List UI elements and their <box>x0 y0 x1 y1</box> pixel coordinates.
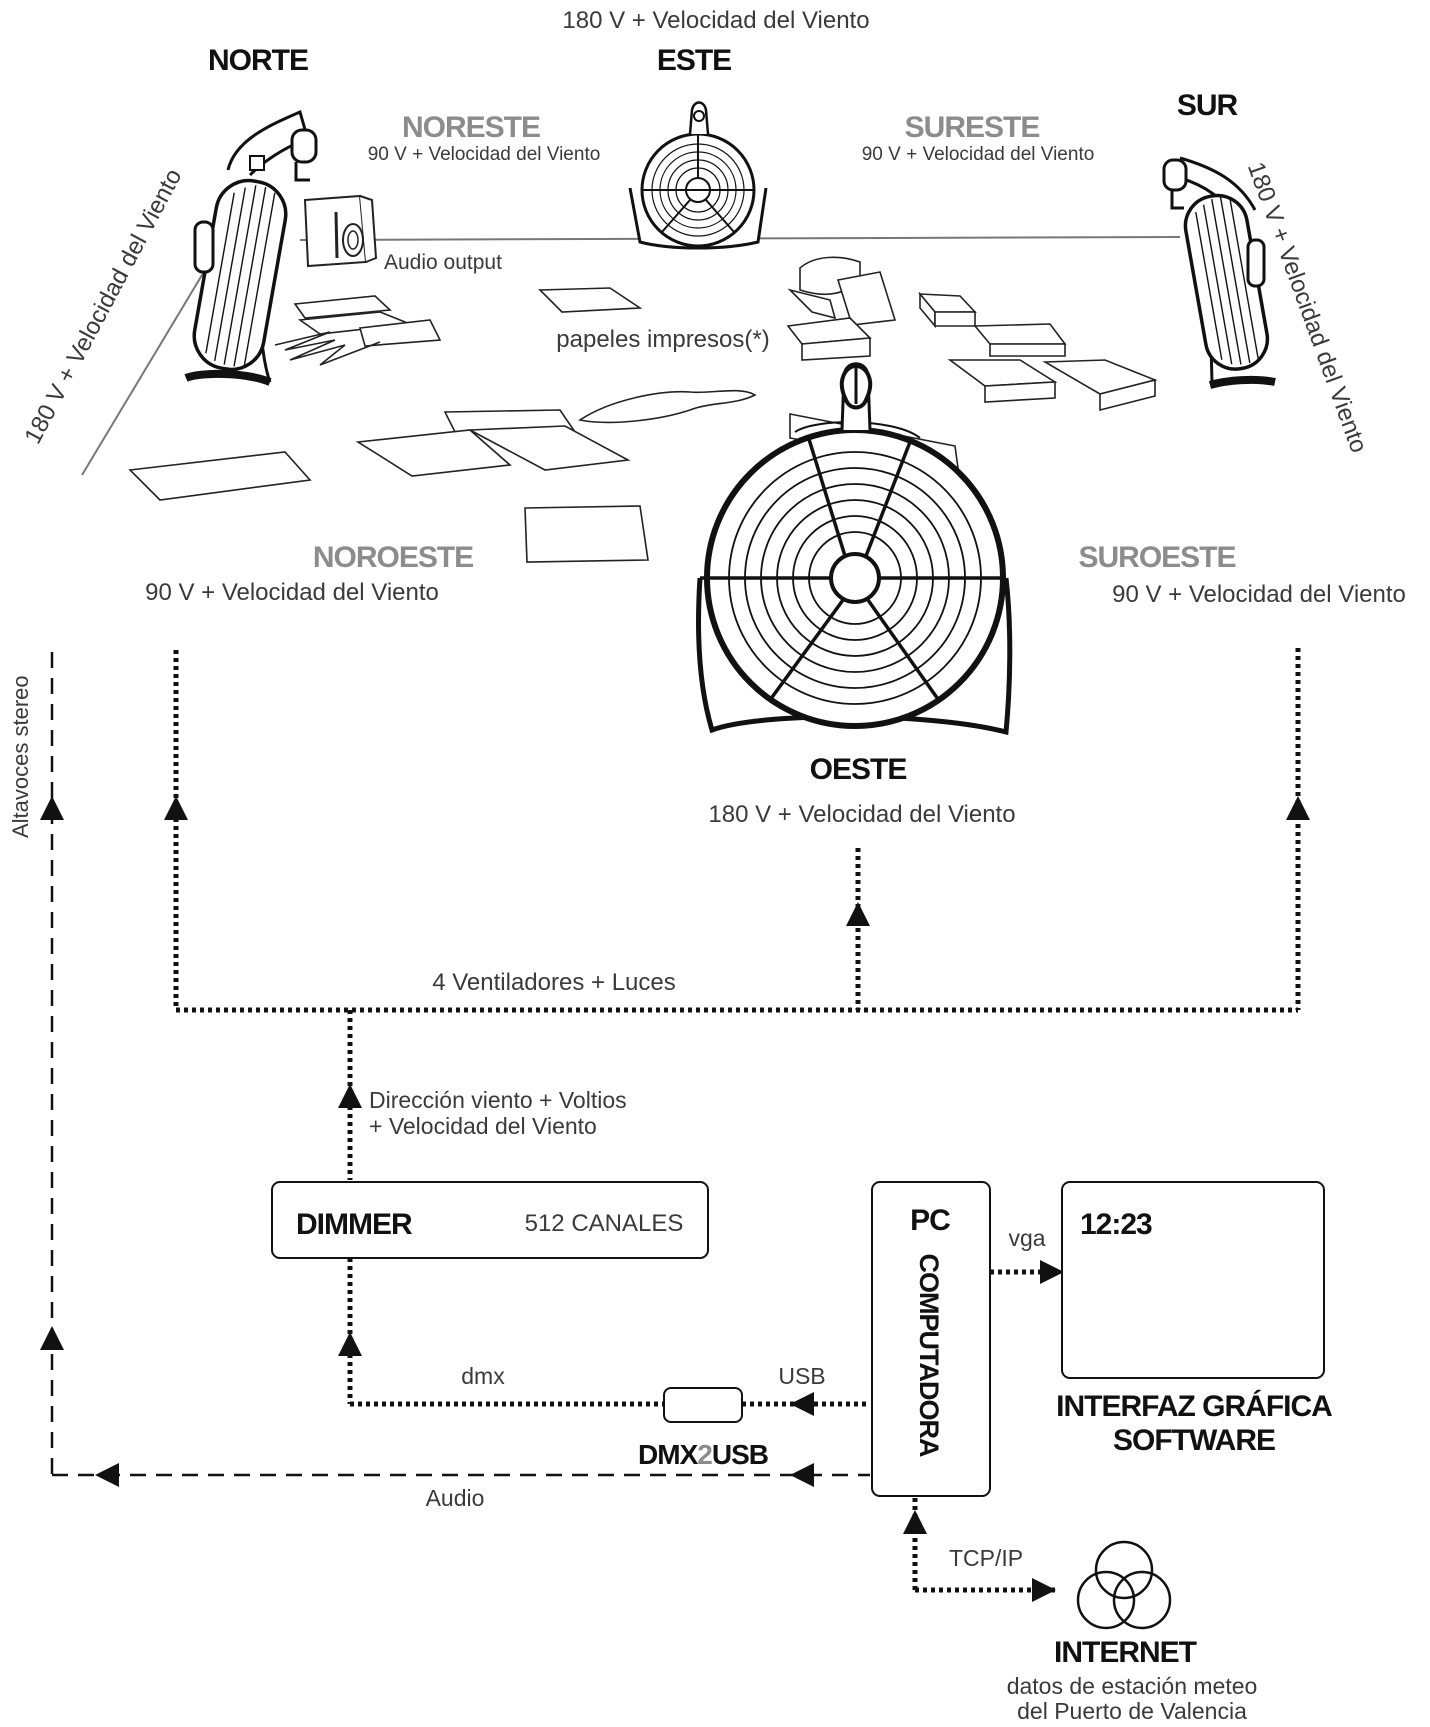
speakers-label: Altavoces stereo <box>8 675 33 838</box>
internet-desc-line1: datos de estación meteo <box>1007 1673 1258 1699</box>
screen-title-line2: SOFTWARE <box>1113 1424 1275 1457</box>
top-power-label: 180 V + Velocidad del Viento <box>562 7 869 34</box>
fan-sur-icon <box>1162 156 1276 389</box>
dmx-label: dmx <box>461 1363 505 1389</box>
dmx2usb-box <box>663 1387 743 1423</box>
room-left-line <box>81 269 206 476</box>
fan-oeste-power: 180 V + Velocidad del Viento <box>708 801 1015 828</box>
light-noroeste-power: 90 V + Velocidad del Viento <box>145 579 439 606</box>
vga-line <box>990 1260 1064 1284</box>
tcpip-line <box>903 1498 1056 1602</box>
pc-box <box>871 1181 991 1497</box>
vga-label: vga <box>1008 1225 1045 1251</box>
fan-norte-icon <box>184 109 318 386</box>
light-sureste-power: 90 V + Velocidad del Viento <box>862 144 1095 165</box>
dimmer-output-label-2: + Velocidad del Viento <box>369 1113 597 1139</box>
pc-subtitle: COMPUTADORA <box>914 1254 944 1457</box>
light-noroeste-name: NOROESTE <box>313 541 473 574</box>
dimmer-name: DIMMER <box>296 1208 413 1241</box>
pc-title: PC <box>910 1204 950 1237</box>
internet-name: INTERNET <box>1054 1636 1197 1669</box>
internet-icon <box>1076 1540 1172 1630</box>
light-noreste-name: NORESTE <box>402 111 540 144</box>
tcpip-label: TCP/IP <box>949 1545 1023 1571</box>
dimmer-box <box>271 1181 709 1259</box>
dimmer-channels: 512 CANALES <box>525 1210 684 1237</box>
screen-box <box>1061 1181 1325 1379</box>
light-suroeste-power: 90 V + Velocidad del Viento <box>1112 581 1406 608</box>
screen-title-line1: INTERFAZ GRÁFICA <box>1056 1389 1332 1423</box>
internet-desc-line2: del Puerto de Valencia <box>1017 1698 1247 1724</box>
dmx2usb-name: DMX2USB <box>638 1439 768 1470</box>
audio-output-label: Audio output <box>384 251 502 274</box>
fan-norte-power: 180 V + Velocidad del Viento <box>19 165 187 449</box>
light-noreste-power: 90 V + Velocidad del Viento <box>368 144 601 165</box>
printed-papers-illustration <box>128 256 1158 563</box>
dimmer-output-label-1: Dirección viento + Voltios <box>369 1087 627 1113</box>
usb-label: USB <box>778 1363 825 1389</box>
fan-oeste-icon <box>696 362 1013 736</box>
fan-sur-name: SUR <box>1177 89 1239 122</box>
light-suroeste-name: SUROESTE <box>1078 541 1235 574</box>
fan-este-icon <box>628 101 768 250</box>
dmx-line <box>338 1258 870 1416</box>
screen-time: 12:23 <box>1080 1208 1152 1241</box>
fan-norte-name: NORTE <box>208 44 308 77</box>
bus-label: 4 Ventiladores + Luces <box>432 969 676 996</box>
fan-oeste-name: OESTE <box>810 753 907 786</box>
fans-lights-bus <box>164 648 1310 1180</box>
light-sureste-name: SURESTE <box>905 111 1040 144</box>
audio-label: Audio <box>426 1485 485 1511</box>
speaker-icon <box>303 194 378 268</box>
audio-line <box>40 652 870 1487</box>
fan-este-name: ESTE <box>657 44 731 77</box>
papers-label: papeles impresos(*) <box>556 326 769 353</box>
